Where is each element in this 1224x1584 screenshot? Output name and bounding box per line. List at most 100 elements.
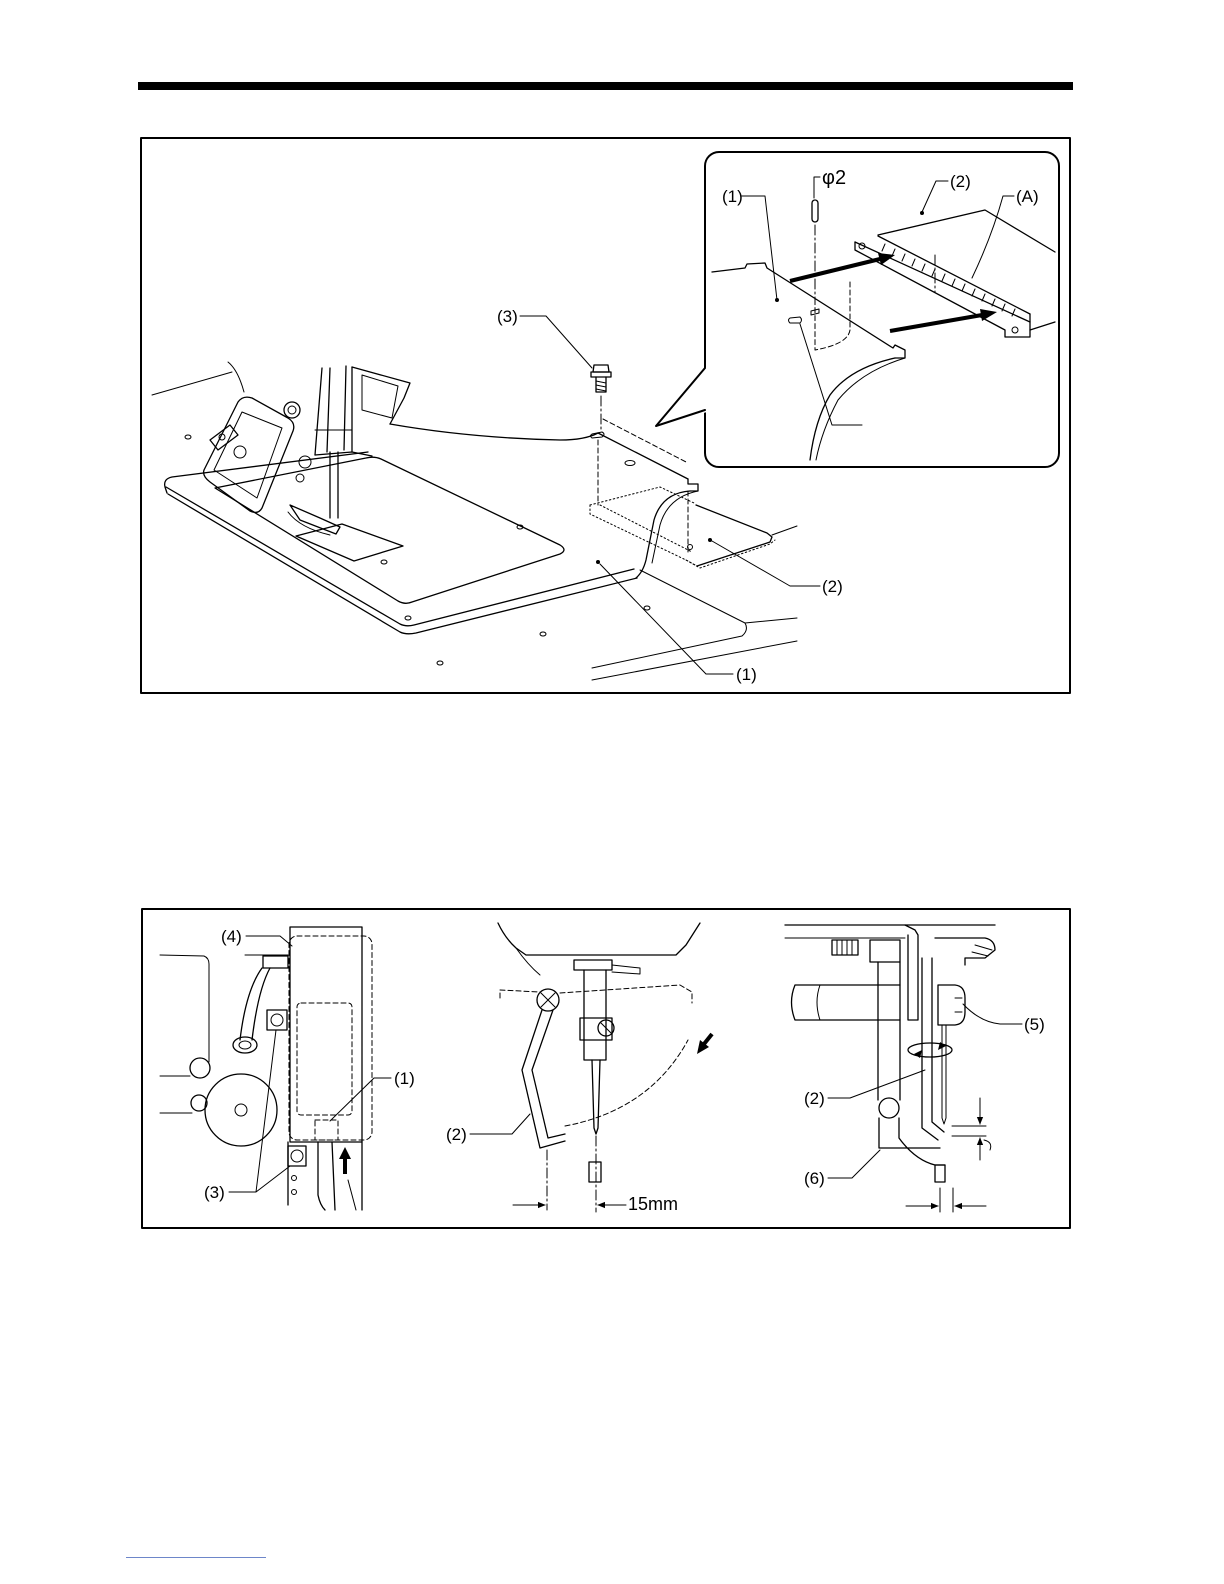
thread-guide [574,960,612,970]
leader-plate [712,541,820,586]
label-inset-sheet: (1) [722,187,743,206]
leader-screw-right [963,1004,1022,1024]
leader-wiper-mid [470,1114,530,1134]
leader-inset-plate [922,181,948,212]
screw-upper [267,1010,287,1030]
table-hole [644,606,650,610]
table-surface [152,372,797,680]
arm-line [315,368,322,455]
inset-hidden-outline [815,282,850,350]
base-plate [590,419,775,568]
work-plate [165,452,637,634]
sheet-marker [596,560,600,564]
adjust-screw-slot [955,998,962,1012]
thread-guide-tab [612,965,640,974]
horizontal-bar-end [817,985,820,1020]
needle-right [942,1025,946,1124]
table-right-edge-2 [745,618,797,623]
cable [240,968,262,1040]
swing-arrow-shaft [704,1034,712,1044]
head-outline [498,923,700,955]
label-inset-plate: (2) [950,172,971,191]
label-presser-foot: (6) [804,1169,825,1188]
sensor-cable [318,1142,325,1210]
plate-front-edge-bottom [168,494,637,634]
knob-center [288,406,296,414]
bracket [290,927,362,1142]
leader-screw [520,316,592,368]
eye-guard [204,397,294,512]
label-plate: (2) [822,577,843,596]
plate-hole [292,1176,297,1181]
head-inner-curve [516,948,540,975]
width-extension [940,1188,953,1212]
needle-bar [584,970,606,1060]
table-hole [437,661,443,665]
leader-presser-foot [828,1150,880,1178]
inset-strip-teeth [882,244,1015,316]
cover-sheet [390,424,698,578]
leader-inset-strip [972,196,1014,278]
presser-bar [330,452,338,518]
wiper-arm [522,1010,565,1148]
figure-frame [142,909,1070,1228]
leader-sheet [600,564,733,674]
plate-opening [215,457,564,603]
leader-inset-pin [814,177,820,198]
table-back-edge [152,372,232,395]
arm-line [327,368,330,452]
gap-dimension-line [952,1126,986,1136]
leader-inset-sheet [742,196,777,300]
sheet-top-edge [390,424,598,440]
screw-lower-head [291,1150,303,1162]
screw [591,365,611,430]
table-right-edge [592,570,746,668]
sheet-curved-edge [636,491,690,578]
bracket-upper [905,925,918,1020]
knob [284,402,300,418]
inset-plate-bottom [1030,322,1055,330]
label-sensor: (1) [394,1069,415,1088]
label-inset-pin: φ2 [822,167,846,189]
figure-frame [141,138,1070,693]
sensor-cable [332,1142,335,1210]
plate2-hidden-edge [600,505,692,552]
label-sheet: (1) [736,665,757,684]
table-hole [405,616,411,620]
sheet-tab [688,479,698,491]
pulley-hub [235,1104,247,1116]
cable-grommet [233,1037,257,1053]
insert-arrow-shaft [790,259,880,281]
inset-strip-hole [1012,327,1018,333]
needle-hole [589,1162,601,1182]
needle [592,1060,600,1134]
bracket-hidden-outline [289,936,372,1140]
presser-foot-screw [879,1098,899,1118]
inset-sheet-bend-inner [816,358,905,460]
arm-line [344,366,346,450]
footer-rule [126,1557,266,1558]
gear-teeth [837,940,852,955]
screw-thread [596,381,606,391]
label-screw: (3) [497,307,518,326]
leader-bracket [246,936,292,946]
inset-plate-top [878,210,1055,252]
plate-hole [292,1190,297,1195]
plate2-hidden-edge [590,487,694,505]
label-inset-strip: (A) [1016,187,1039,206]
adjust-screw [938,985,965,1025]
sensor-bracket-panel: (4) (1) (3) [160,927,415,1210]
presser-foot [290,505,340,534]
up-arrow-icon [339,1147,351,1159]
sensor [315,1120,338,1140]
wiper-arm-edge [532,1010,565,1138]
wiper-height-panel: (5) (2) (6) [785,925,1045,1212]
wiper-position-panel: 15mm (2) [446,923,712,1214]
gear [832,940,858,955]
plate2-hidden-edge [590,505,697,566]
header-rule [138,82,1073,90]
cable-block [263,956,288,968]
sewing-machine-head [228,362,410,535]
figure-wiper-adjustment: (4) (1) (3) [141,908,1071,1229]
